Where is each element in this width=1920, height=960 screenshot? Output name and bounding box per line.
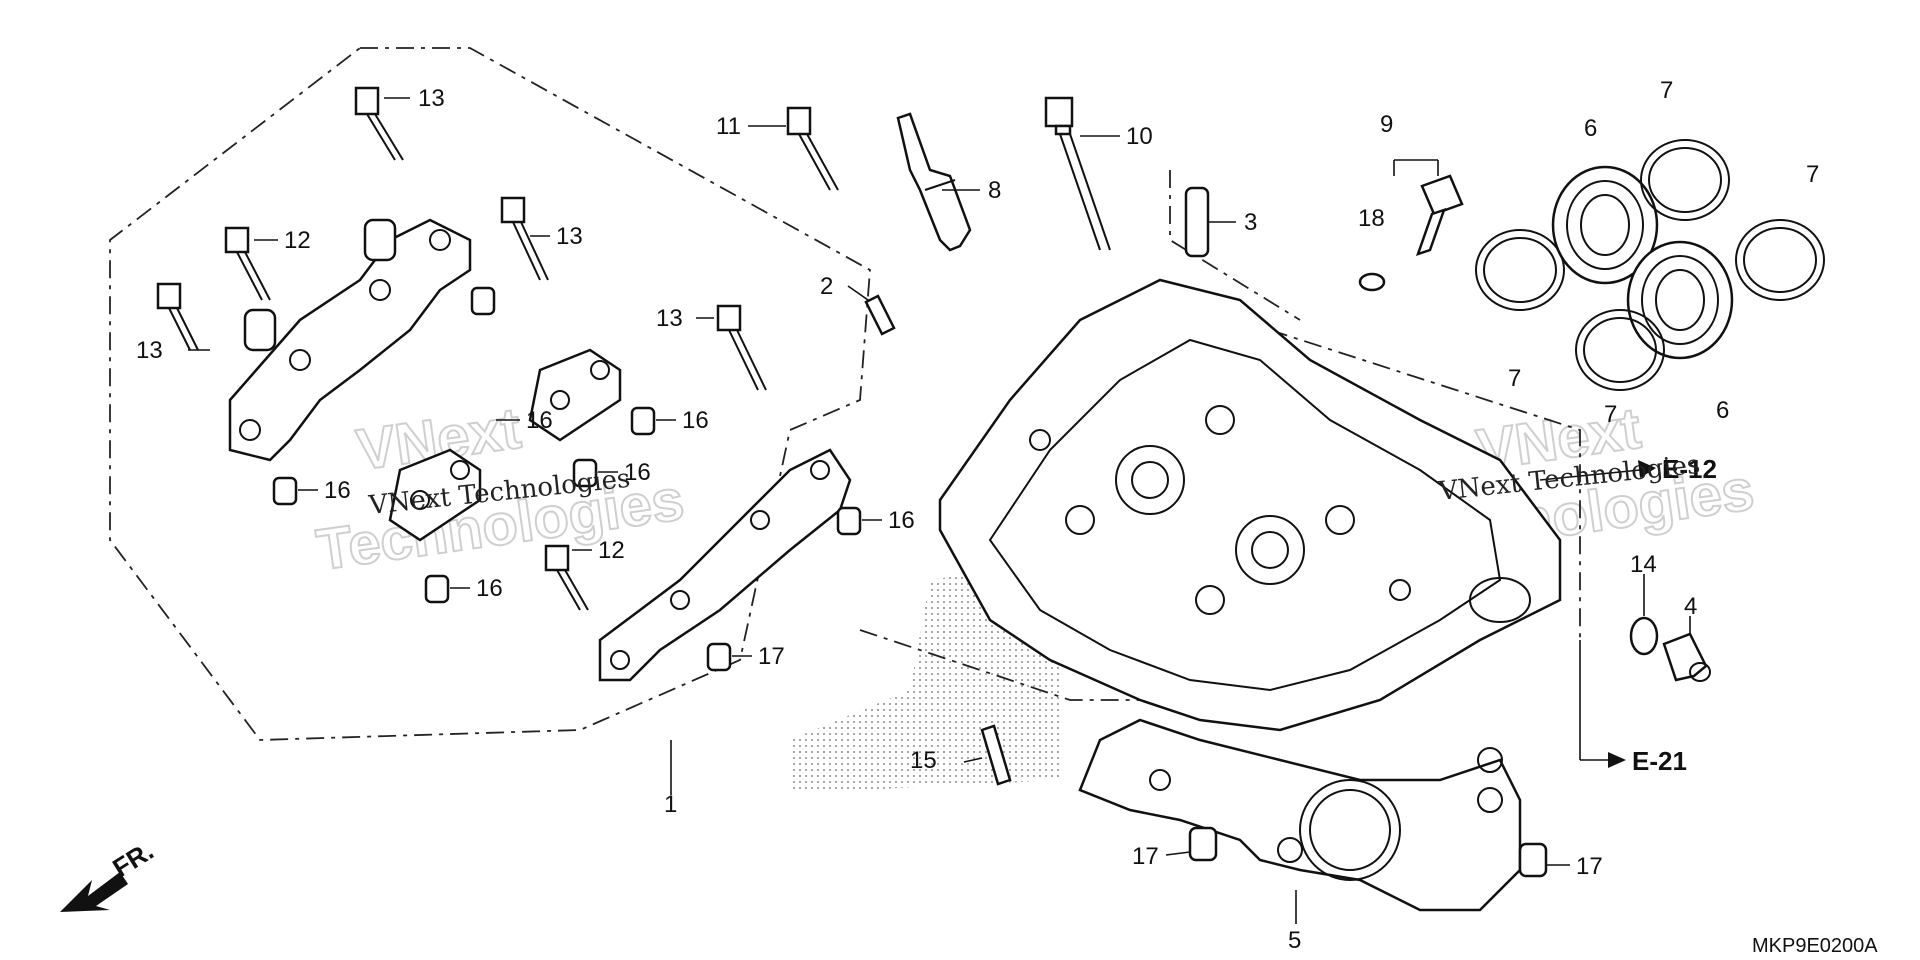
callout-16-d: 16 <box>624 459 651 486</box>
cam-holder-lower <box>598 448 852 682</box>
clamp-7-d <box>1575 309 1665 391</box>
callout-7-b: 7 <box>1806 161 1819 188</box>
leader-lines <box>188 97 1691 924</box>
callout-7-d: 7 <box>1604 401 1617 428</box>
dowel-pins <box>272 286 862 672</box>
callout-12-b: 12 <box>598 537 625 564</box>
head-gasket <box>1078 718 1522 912</box>
callout-7-a: 7 <box>1660 77 1673 104</box>
callout-labels: 13 12 13 13 13 12 11 2 8 10 3 9 18 6 7 7… <box>136 77 1819 954</box>
spark-plug <box>896 112 972 252</box>
callout-15: 15 <box>910 747 937 774</box>
insulator-6-a <box>1551 165 1659 285</box>
callout-13-a: 13 <box>418 85 445 112</box>
bolt-10 <box>1044 96 1111 251</box>
clamp-7-b <box>1735 219 1825 301</box>
ref-e21: E-21 <box>1632 746 1687 776</box>
callout-12-a: 12 <box>284 227 311 254</box>
callout-16-e: 16 <box>476 575 503 602</box>
callout-9: 9 <box>1380 111 1393 138</box>
callout-16-b: 16 <box>682 407 709 434</box>
plug-4 <box>1662 632 1711 682</box>
insulator-6-b <box>1626 240 1734 360</box>
stud-2 <box>864 294 896 336</box>
callout-10: 10 <box>1126 123 1153 150</box>
callout-1: 1 <box>664 791 677 818</box>
callout-7-c: 7 <box>1508 365 1521 392</box>
stud-15 <box>980 724 1012 786</box>
bolt-13-c <box>500 196 549 281</box>
washer-18 <box>1358 272 1386 292</box>
callout-16-a: 16 <box>526 407 553 434</box>
cam-holder-upper <box>228 218 472 462</box>
reference-arrows <box>1539 460 1656 768</box>
diagram-code: MKP9E0200A <box>1752 935 1878 957</box>
arrow-down-left-icon <box>60 872 128 912</box>
cam-holder-group-outline <box>109 47 871 741</box>
callout-11: 11 <box>716 113 741 140</box>
callout-16-g: 17 <box>758 643 785 670</box>
bolt-13-b <box>156 282 199 351</box>
callout-13-b: 13 <box>136 337 163 364</box>
callout-6-a: 6 <box>1584 115 1597 142</box>
callout-16-f: 16 <box>888 507 915 534</box>
temperature-sensor <box>1415 174 1464 256</box>
callout-8: 8 <box>988 177 1001 204</box>
clamp-7-c <box>1475 229 1565 311</box>
callout-18: 18 <box>1358 205 1385 232</box>
cylinder-head <box>938 278 1562 732</box>
callout-6-b: 6 <box>1716 397 1729 424</box>
clamp-7-a <box>1640 139 1730 221</box>
callout-13-c: 13 <box>556 223 583 250</box>
callout-16-c: 16 <box>324 477 351 504</box>
bolt-12-a <box>224 226 271 301</box>
callout-3: 3 <box>1244 209 1257 236</box>
bolt-12-b <box>544 544 589 611</box>
callout-4: 4 <box>1684 593 1697 620</box>
bolt-13-a <box>354 86 404 161</box>
valve-guide <box>1184 186 1210 258</box>
callout-17-a: 17 <box>1132 843 1159 870</box>
callout-17-b: 17 <box>1576 853 1603 880</box>
dowels-17 <box>1188 826 1548 878</box>
callout-14: 14 <box>1630 551 1657 578</box>
cam-holder-cap-a <box>528 348 622 442</box>
bolts <box>156 86 1111 611</box>
washer-14 <box>1629 616 1659 656</box>
callout-2: 2 <box>820 273 833 300</box>
bolt-11 <box>786 106 839 191</box>
bolt-13-d <box>716 304 767 391</box>
callout-5: 5 <box>1288 927 1301 954</box>
cam-holder-cap-b <box>388 448 482 542</box>
callout-13-d: 13 <box>656 305 683 332</box>
ref-e12: E-12 <box>1662 454 1717 484</box>
